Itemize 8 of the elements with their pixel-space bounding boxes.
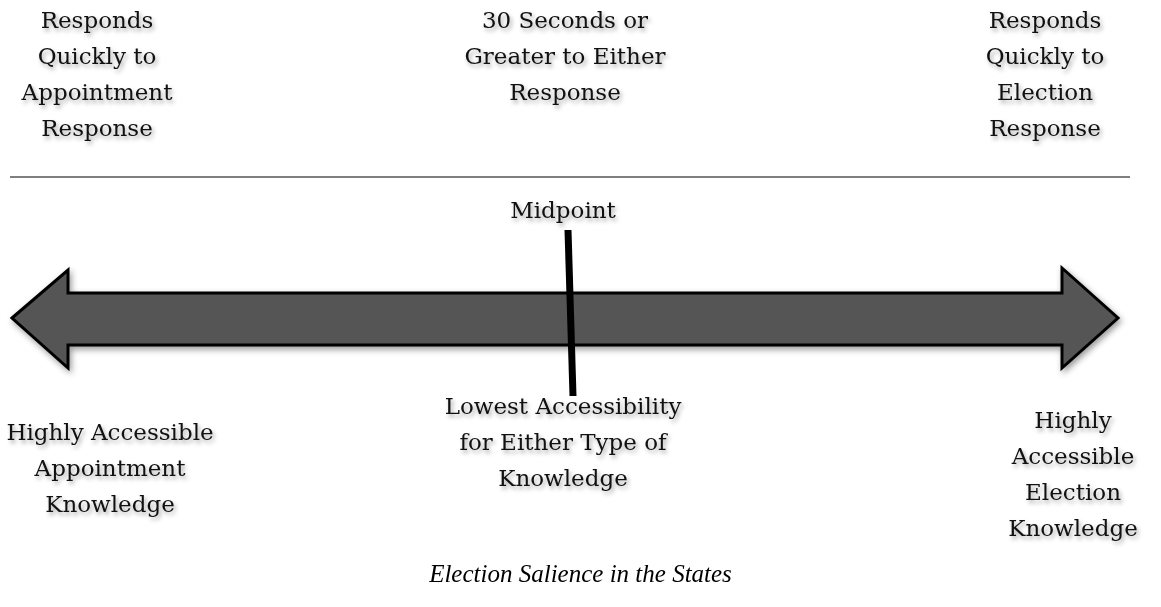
top-label: 30 Seconds or Greater to Either Response xyxy=(463,6,667,107)
bottom-label: Highly Accessible Election Knowledge xyxy=(1007,406,1139,543)
bottom-label: Lowest Accessibility for Either Type of Knowledge xyxy=(443,392,683,493)
midpoint-label: Midpoint xyxy=(509,196,617,225)
top-label: Responds Quickly to Election Response xyxy=(984,6,1106,143)
top-label: Responds Quickly to Appointment Response xyxy=(20,6,174,143)
bottom-label: Highly Accessible Appointment Knowledge xyxy=(5,418,215,519)
caption: Election Salience in the States xyxy=(428,560,733,588)
